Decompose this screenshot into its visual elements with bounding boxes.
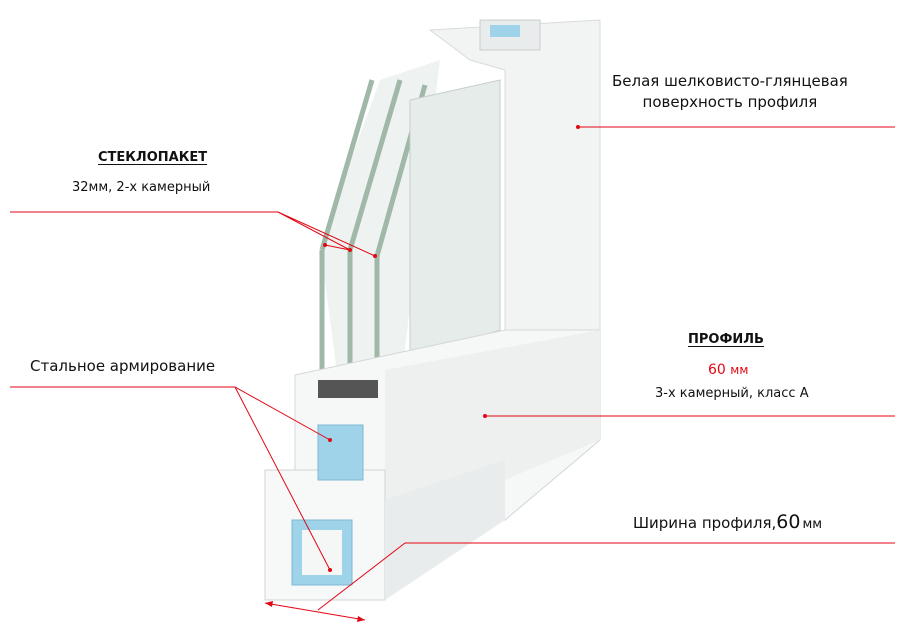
leader-lines <box>10 126 895 621</box>
steel-reinforcement-sash <box>317 424 364 481</box>
surface-label-line2: поверхность профиля <box>642 93 818 111</box>
profile-width-unit: мм <box>802 517 823 532</box>
profile-size-unit: мм <box>730 363 749 377</box>
profile-title: ПРОФИЛЬ <box>688 332 764 347</box>
profile-size-number: 60 <box>708 362 726 378</box>
profile-desc: 3-х камерный, класс А <box>655 386 809 401</box>
surface-label-line1: Белая шелковисто-глянцевая <box>612 72 848 90</box>
glazing-bead <box>318 380 378 398</box>
profile-width-text: Ширина профиля, <box>633 514 777 532</box>
profile-size: 60 мм <box>708 362 748 378</box>
surface-label: Белая шелковисто-глянцевая поверхность п… <box>612 72 848 111</box>
steel-reinforcement-label: Стальное армирование <box>30 357 216 375</box>
glass-unit-desc: 32мм, 2-х камерный <box>72 180 211 195</box>
profile-width-number: 60 <box>776 511 801 533</box>
glass-unit-title: СТЕКЛОПАКЕТ <box>98 150 208 165</box>
